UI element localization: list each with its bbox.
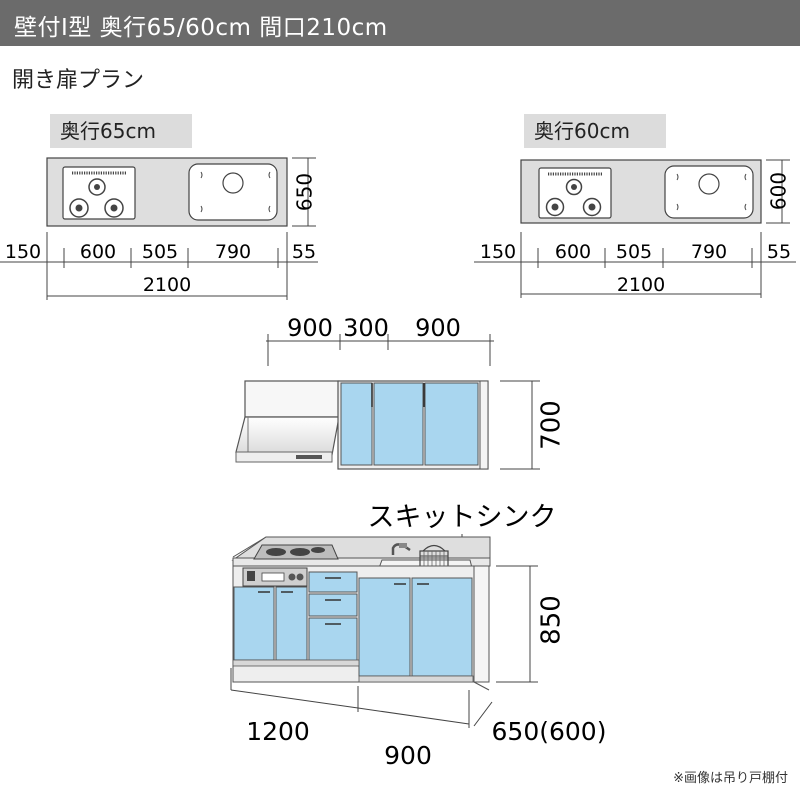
upper-door: [424, 382, 479, 466]
footnote: ※画像は吊り戸棚付: [673, 771, 788, 786]
depth-label-60: 奥行60cm: [524, 114, 666, 148]
upper-width-300: 300: [343, 314, 389, 342]
page-title: 壁付I型 奥行65/60cm 間口210cm: [14, 15, 388, 41]
burner-icon: [88, 178, 106, 196]
plan-total: 2100: [143, 274, 191, 296]
burner-icon: [545, 197, 565, 217]
stove-plan: [62, 166, 136, 220]
plan-seg-505: 505: [142, 241, 178, 263]
drawer: [308, 571, 358, 593]
plan-seg-150: 150: [5, 241, 41, 263]
base-height-dim: 850: [537, 595, 567, 645]
plan-seg-150: 150: [480, 241, 516, 263]
plan-seg-790: 790: [215, 241, 251, 263]
plan-depth-dim: 600: [767, 172, 791, 210]
plan-seg-55: 55: [292, 241, 316, 263]
base-door: [411, 577, 473, 677]
upper-cabinets: 900 300 900 700: [235, 314, 567, 470]
plinth: [232, 659, 360, 667]
plan-total: 2100: [617, 274, 665, 296]
plan-seg-600: 600: [555, 241, 591, 263]
depth-label-65: 奥行65cm: [50, 114, 192, 148]
base-width-1200: 1200: [246, 717, 310, 746]
stove-plan: [538, 167, 612, 219]
burner-icon: [582, 197, 602, 217]
drawer: [308, 617, 358, 664]
sink-label: スキットシンク: [368, 502, 557, 533]
faucet: [391, 543, 411, 555]
range-hood: [235, 380, 340, 463]
plan-seg-505: 505: [616, 241, 652, 263]
sink-plan: [188, 163, 278, 221]
plinth: [358, 675, 474, 683]
plan-view-60: 600 150 600 505 790 55 2100: [474, 159, 796, 298]
plan-title: 開き扉プラン: [12, 68, 145, 93]
base-door: [275, 586, 308, 661]
burner-icon: [69, 198, 89, 218]
upper-width-900-right: 900: [415, 314, 461, 342]
base-width-900: 900: [384, 741, 432, 770]
base-cabinet-side: [473, 565, 490, 683]
plan-view-65: 650 150 600 505 790 55 2100: [0, 157, 318, 300]
plan-depth-dim: 650: [293, 173, 317, 211]
title-bar: 壁付I型 奥行65/60cm 間口210cm: [0, 0, 800, 46]
drawer: [308, 593, 358, 617]
oven-panel: [242, 567, 308, 587]
base-door: [358, 577, 411, 677]
upper-door: [340, 382, 373, 466]
upper-door: [373, 382, 424, 466]
base-depth-dim: 650(600): [492, 717, 607, 746]
plan-seg-790: 790: [691, 241, 727, 263]
stove-top: [253, 544, 339, 560]
plan-seg-600: 600: [80, 241, 116, 263]
burner-icon: [104, 198, 124, 218]
base-door: [233, 586, 275, 661]
plan-seg-55: 55: [767, 241, 791, 263]
upper-cabinet-side: [479, 380, 489, 470]
base-cabinets: スキットシンク: [230, 502, 607, 770]
upper-height-dim: 700: [537, 400, 567, 450]
burner-icon: [565, 178, 583, 196]
sink-plan: [664, 165, 754, 219]
upper-width-900-left: 900: [287, 314, 333, 342]
